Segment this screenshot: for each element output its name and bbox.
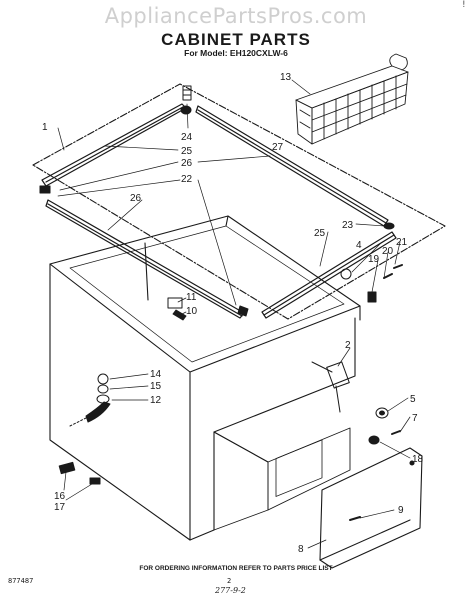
callout-11: 11: [186, 292, 197, 303]
control-assembly: [311, 361, 350, 413]
callout-24: 24: [181, 132, 193, 143]
corner-pieces: [39, 105, 395, 317]
callout-25-top: 25: [181, 146, 193, 157]
callout-22: 22: [181, 174, 193, 185]
diagram-title: CABINET PARTS: [161, 30, 311, 49]
callout-9: 9: [398, 505, 404, 516]
callout-10: 10: [186, 306, 198, 317]
callout-18: 18: [412, 454, 424, 465]
callout-21: 21: [396, 237, 408, 248]
callout-13: 13: [280, 72, 292, 83]
callout-2: 2: [345, 340, 351, 351]
callout-20: 20: [382, 246, 394, 257]
callout-8: 8: [298, 544, 304, 555]
callout-19: 19: [368, 254, 380, 265]
handwritten-note: 277-9-2: [215, 586, 246, 595]
callout-26-top: 26: [181, 158, 193, 169]
hinge-24: [182, 85, 192, 101]
page-number: 2: [227, 577, 232, 585]
callout-12: 12: [150, 395, 162, 406]
corner-mark: !: [462, 0, 466, 10]
callout-14: 14: [150, 369, 162, 380]
callout-4: 4: [356, 240, 362, 251]
leader-lines: [57, 79, 411, 549]
callout-23: 23: [342, 220, 354, 231]
callout-27: 27: [272, 142, 284, 153]
callout-5: 5: [410, 394, 416, 405]
callout-26-front: 26: [130, 193, 142, 204]
model-line: For Model: EH120CXLW-6: [184, 48, 288, 58]
basket: [295, 53, 409, 145]
callout-17: 17: [54, 502, 66, 513]
callout-15: 15: [150, 381, 162, 392]
watermark: AppliancePartsPros.com: [104, 4, 368, 28]
document-id: 877487: [8, 577, 34, 585]
callout-1: 1: [42, 122, 48, 133]
hardware-parts: [58, 264, 403, 521]
callout-7: 7: [412, 413, 418, 424]
callout-25-front: 25: [314, 228, 326, 239]
callout-16: 16: [54, 491, 66, 502]
cabinet-body: [49, 215, 361, 541]
ordering-note: FOR ORDERING INFORMATION REFER TO PARTS …: [139, 565, 333, 572]
lid-frame: [32, 83, 446, 320]
compressor-cover: [319, 447, 423, 569]
